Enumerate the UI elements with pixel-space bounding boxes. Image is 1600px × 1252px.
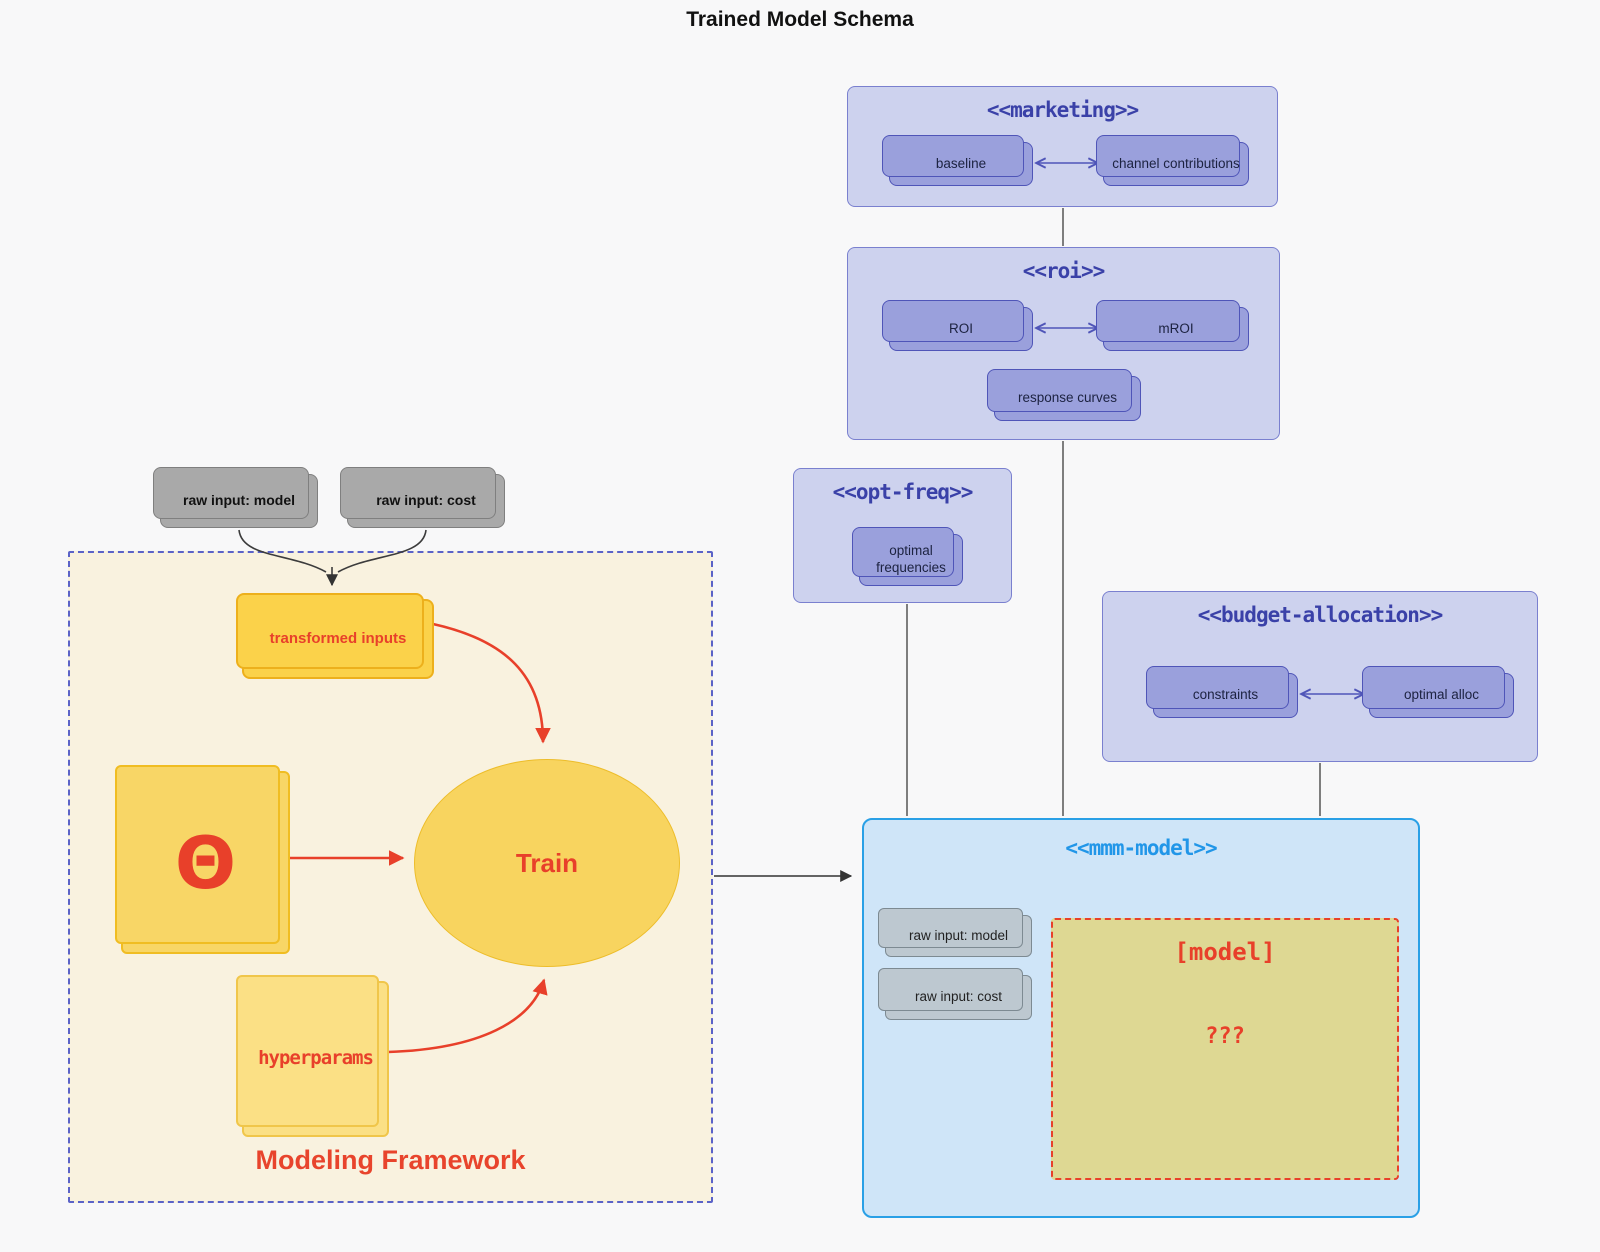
model-placeholder-box: [model] ??? [1051,918,1399,1180]
node-mmm-raw-input-model: raw input: model [878,908,1032,957]
node-response-curves: response curves [987,369,1141,421]
container-budget-allocation-title: <<budget-allocation>> [1197,603,1444,627]
node-constraints: constraints [1146,666,1298,718]
node-baseline: baseline [882,135,1033,186]
container-mmm-model: <<mmm-model>> raw input: model raw input… [862,818,1420,1218]
node-raw-input-cost: raw input: cost [340,467,505,528]
node-hyperparams: hyperparams [236,975,389,1137]
node-optimal-frequencies: optimal frequencies [852,527,963,586]
model-placeholder-unknown: ??? [1205,1024,1245,1049]
model-placeholder-label: [model] [1174,938,1276,966]
container-marketing-title: <<marketing>> [986,98,1139,122]
container-roi: <<roi>> ROI mROI response curves [847,247,1280,440]
node-raw-input-model: raw input: model [153,467,318,528]
node-channel-contributions: channel contributions [1096,135,1249,186]
node-mmm-raw-input-cost: raw input: cost [878,968,1032,1020]
container-opt-freq-title: <<opt-freq>> [832,480,974,504]
node-theta: Θ [115,765,290,954]
container-roi-title: <<roi>> [1022,259,1106,283]
modeling-framework-label: Modeling Framework [255,1145,526,1175]
diagram-title: Trained Model Schema [686,8,914,31]
modeling-framework-box: transformed inputs Θ Train hyperparams M… [68,551,713,1203]
node-roi: ROI [882,300,1033,351]
container-opt-freq: <<opt-freq>> optimal frequencies [793,468,1012,603]
train-ellipse: Train [414,759,680,967]
container-budget-allocation: <<budget-allocation>> constraints optima… [1102,591,1538,762]
node-mroi: mROI [1096,300,1249,351]
container-mmm-model-title: <<mmm-model>> [1065,836,1217,860]
container-marketing: <<marketing>> baseline channel contribut… [847,86,1278,207]
node-optimal-alloc: optimal alloc [1362,666,1514,718]
node-transformed-inputs: transformed inputs [236,593,434,679]
